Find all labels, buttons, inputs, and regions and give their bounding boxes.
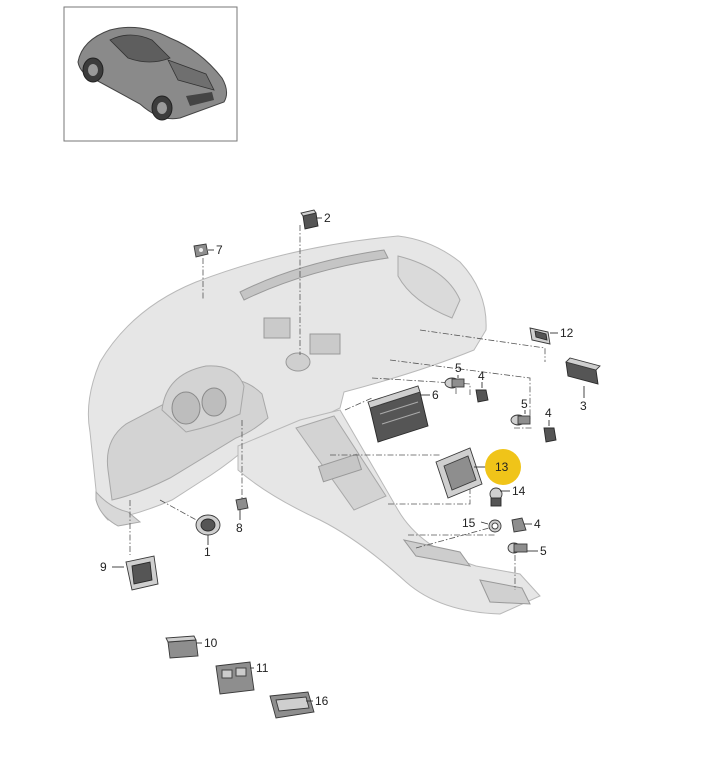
callout-10[interactable]: 10: [204, 636, 218, 650]
part-5b: [510, 414, 531, 426]
callout-4a[interactable]: 4: [478, 369, 485, 383]
callout-14[interactable]: 14: [512, 484, 526, 498]
part-10: [165, 635, 199, 659]
part-7: [193, 243, 209, 258]
callout-5c[interactable]: 5: [540, 544, 547, 558]
callout-5a[interactable]: 5: [455, 361, 462, 375]
callout-13[interactable]: 13: [495, 460, 509, 474]
assembly-lines: [129, 225, 546, 590]
part-2: [300, 209, 319, 230]
callout-11[interactable]: 11: [256, 661, 269, 675]
callout-2[interactable]: 2: [324, 211, 331, 225]
part-5c: [507, 542, 528, 554]
callout-4b[interactable]: 4: [545, 406, 552, 420]
callout-6[interactable]: 6: [432, 388, 439, 402]
callout-12[interactable]: 12: [560, 326, 574, 340]
part-13: [435, 447, 483, 499]
part-8: [235, 497, 249, 511]
part-11: [215, 661, 255, 695]
callout-1[interactable]: 1: [204, 545, 211, 559]
car-thumbnail: [63, 6, 238, 142]
car-thumbnail-icon: [77, 26, 228, 121]
callout-16[interactable]: 16: [315, 694, 329, 708]
part-9: [125, 555, 159, 591]
part-6: [367, 385, 429, 443]
part-4b: [543, 427, 557, 443]
callout-labels: 2 7 12 3 5 4 6 5 4 13 14 15 4 5 1 8 9 10…: [100, 211, 587, 708]
part-1: [195, 514, 221, 536]
part-16: [269, 691, 315, 719]
callout-15[interactable]: 15: [462, 516, 476, 530]
callout-3[interactable]: 3: [580, 399, 587, 413]
dashboard-assembly: [87, 235, 541, 615]
part-12: [529, 327, 551, 345]
highlight-circle: [485, 449, 521, 485]
callout-5b[interactable]: 5: [521, 397, 528, 411]
part-5a: [444, 377, 465, 389]
part-14: [489, 487, 503, 507]
part-3: [565, 357, 601, 385]
part-4a: [475, 389, 489, 403]
callout-4c[interactable]: 4: [534, 517, 541, 531]
leader-lines: [112, 217, 585, 702]
callout-8[interactable]: 8: [236, 521, 243, 535]
callout-9[interactable]: 9: [100, 560, 107, 574]
part-15: [488, 519, 502, 533]
callout-7[interactable]: 7: [216, 243, 223, 257]
part-4c: [511, 517, 527, 533]
